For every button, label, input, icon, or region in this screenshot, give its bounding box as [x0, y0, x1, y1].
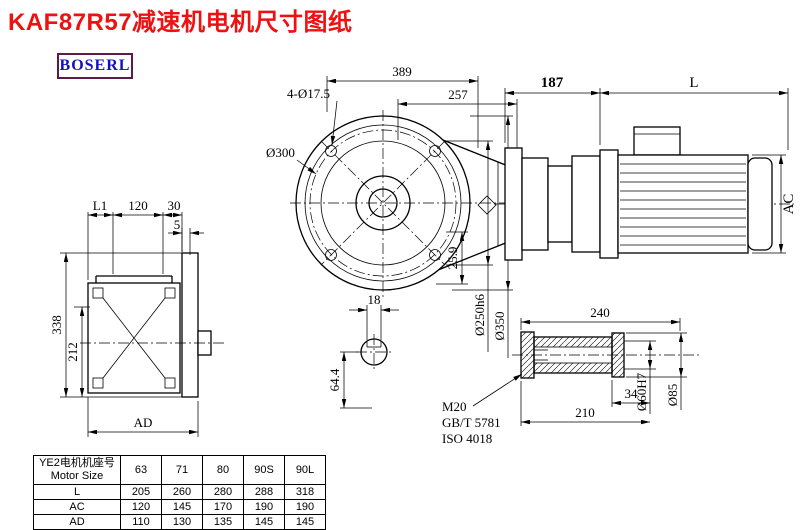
table-cell: 145 — [284, 514, 326, 530]
table-cell: 110 — [120, 514, 162, 530]
shaft-end-cap — [520, 331, 535, 379]
bolt-hole — [325, 249, 337, 261]
front-view — [290, 110, 514, 370]
table-cell: 190 — [243, 499, 285, 515]
label-thread: M20 — [442, 399, 467, 414]
dim-34: 34 — [625, 386, 639, 401]
bolt-hole — [429, 249, 441, 261]
motor-view — [494, 126, 794, 261]
boserl-logo: BOSERL — [57, 53, 133, 79]
dim-64-4: 64.4 — [327, 368, 342, 391]
table-header-en: Motor Size — [50, 470, 104, 482]
table-header-cn: YE2电机机座号 — [39, 457, 115, 469]
row-label: L — [33, 484, 121, 500]
dim-flange-od: Ø350 — [492, 312, 507, 341]
table-header-row: YE2电机机座号 Motor Size 63 71 80 90S 90L — [33, 455, 326, 485]
table-col-71: 71 — [161, 455, 203, 485]
table-col-63: 63 — [120, 455, 162, 485]
table-cell: 135 — [202, 514, 244, 530]
dim-187: 187 — [541, 75, 564, 91]
dim-bolt-circle: Ø300 — [266, 145, 295, 160]
bolt-hole — [325, 145, 337, 157]
row-label: AC — [33, 499, 121, 515]
dim-257: 257 — [448, 87, 468, 102]
table-cell: 205 — [120, 484, 162, 500]
dim-30: 30 — [168, 198, 181, 213]
table-cell: 190 — [284, 499, 326, 515]
dim-AD: AD — [134, 415, 153, 430]
label-std-gb: GB/T 5781 — [442, 415, 501, 430]
shaft-dimensions: 240 Ø60H7 Ø85 34 210 M20 GB/T 5781 ISO 4… — [442, 305, 687, 446]
dim-210: 210 — [575, 405, 595, 420]
table-cell: 170 — [202, 499, 244, 515]
shaft-shoulder — [611, 332, 625, 378]
dim-240: 240 — [590, 305, 610, 320]
dim-L1: L1 — [93, 198, 107, 213]
dim-338: 338 — [49, 315, 64, 335]
table-cell: 288 — [243, 484, 285, 500]
dim-5: 5 — [174, 217, 181, 232]
table-col-90s: 90S — [243, 455, 285, 485]
terminal-box — [633, 126, 681, 156]
dim-212: 212 — [65, 342, 80, 362]
motor-dimensions: 187 L AC — [504, 75, 797, 254]
dim-120: 120 — [128, 198, 148, 213]
fan-cover — [747, 157, 773, 251]
output-flange — [181, 252, 199, 398]
motor-flange — [599, 149, 619, 259]
table-col-80: 80 — [202, 455, 244, 485]
motor-size-table: YE2电机机座号 Motor Size 63 71 80 90S 90L L 2… — [33, 455, 326, 530]
table-cell: 145 — [243, 514, 285, 530]
dim-L: L — [689, 75, 698, 91]
table-row-AC: AC 120 145 170 190 190 — [33, 499, 326, 515]
dim-hub: Ø85 — [665, 384, 680, 406]
label-std-iso: ISO 4018 — [442, 431, 492, 446]
dim-bolt-holes: 4-Ø17.5 — [287, 86, 330, 101]
front-dimensions: 389 257 4-Ø17.5 Ø300 25.9 Ø250h6 Ø350 18… — [266, 64, 518, 409]
dim-389: 389 — [392, 64, 412, 79]
dim-spigot: Ø250h6 — [472, 294, 487, 336]
motor-body — [617, 154, 749, 254]
table-col-90l: 90L — [284, 455, 326, 485]
table-cell: 318 — [284, 484, 326, 500]
table-row-AD: AD 110 130 135 145 145 — [33, 514, 326, 530]
dim-AC: AC — [781, 194, 797, 215]
table-cell: 130 — [161, 514, 203, 530]
shaft-detail — [512, 331, 700, 379]
motor-fins — [620, 163, 746, 246]
bolt-hole — [429, 145, 441, 157]
table-cell: 260 — [161, 484, 203, 500]
dim-25-9: 25.9 — [445, 247, 460, 270]
table-header-cell: YE2电机机座号 Motor Size — [33, 455, 121, 485]
side-dimensions: L1 120 30 5 338 212 AD — [49, 198, 204, 437]
row-label: AD — [33, 514, 121, 530]
table-cell: 145 — [161, 499, 203, 515]
table-cell: 120 — [120, 499, 162, 515]
table-row-L: L 205 260 280 288 318 — [33, 484, 326, 500]
table-cell: 280 — [202, 484, 244, 500]
page-title: KAF87R57减速机电机尺寸图纸 — [8, 9, 353, 36]
side-view — [80, 252, 226, 398]
adapter-flange — [504, 147, 523, 261]
dim-key-width: 18 — [368, 292, 381, 307]
